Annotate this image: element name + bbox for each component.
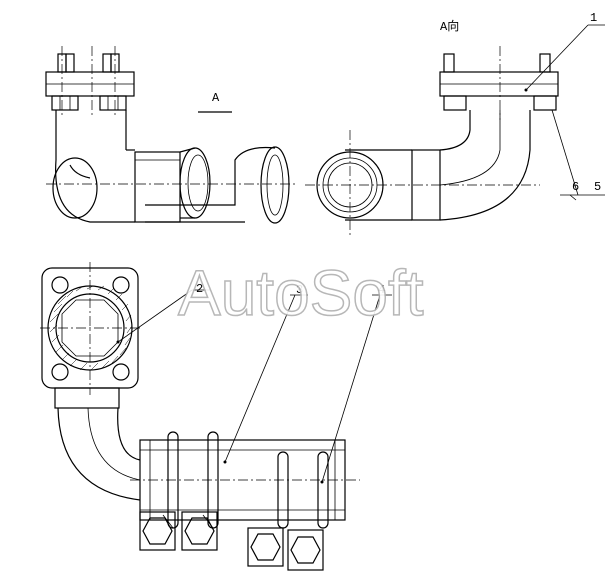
side-view-left (45, 46, 295, 224)
clamp-bolt-head (181, 511, 218, 551)
callout-5: 5 (594, 180, 601, 194)
nut (99, 95, 127, 111)
view-label-a: A (198, 91, 232, 113)
callout-1: 1 (590, 11, 597, 25)
view-a-text: A (212, 91, 220, 105)
plan-view-bottom: 2 3 4 (40, 262, 392, 571)
callout-6: 6 (572, 180, 579, 194)
clamp-bolt-head (287, 529, 324, 571)
leader-line-6-5 (551, 109, 579, 196)
nut (51, 95, 79, 111)
leader-line-3 (224, 294, 296, 463)
view-a-direction-text: A向 (440, 18, 459, 34)
hose-clamp (277, 451, 329, 529)
nut (443, 95, 467, 111)
clamp-bolt-head (247, 527, 284, 567)
view-a-right: A向 1 6 5 (305, 11, 605, 235)
nut (533, 95, 557, 111)
watermark-text: AutoSoft (178, 257, 424, 329)
leader-line-2 (117, 289, 193, 343)
callout-2: 2 (196, 282, 203, 296)
callout-4: 4 (378, 283, 385, 297)
leader-line-1 (525, 24, 589, 91)
callout-3: 3 (296, 283, 303, 297)
stud-bolt (102, 53, 112, 73)
clamp-bolt-head (139, 511, 176, 551)
leader-line-4 (321, 294, 381, 483)
